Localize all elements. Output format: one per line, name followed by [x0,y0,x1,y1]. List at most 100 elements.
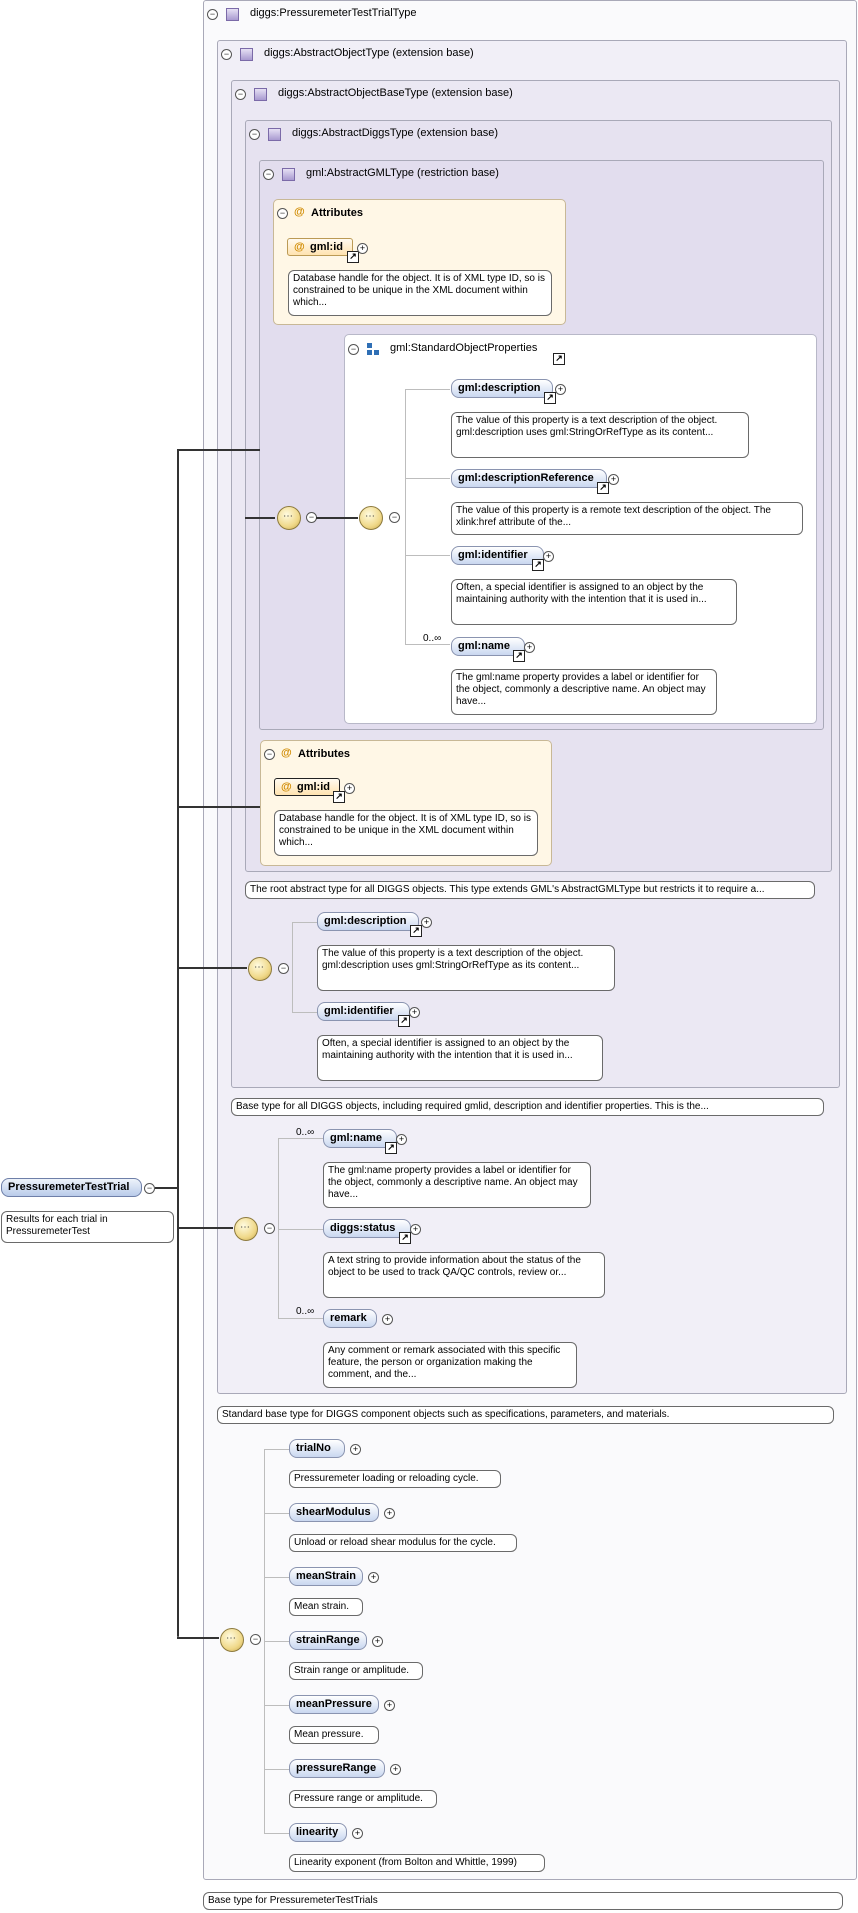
element-linearity[interactable]: linearity [289,1823,347,1842]
arrow-link-icon[interactable]: ↗ [597,482,609,494]
connector-line [177,1227,233,1229]
arrow-link-icon[interactable]: ↗ [398,1015,410,1027]
element-doc: Pressuremeter loading or reloading cycle… [289,1470,501,1488]
arrow-link-icon[interactable]: ↗ [532,559,544,571]
element-doc: Often, a special identifier is assigned … [317,1035,603,1081]
expand-icon[interactable]: + [350,1444,361,1455]
expand-icon[interactable]: + [543,551,554,562]
cardinality-label: 0..∞ [296,1127,315,1138]
collapse-icon[interactable]: − [221,49,232,60]
root-element-doc: Results for each trial in PressuremeterT… [1,1211,174,1243]
expand-icon[interactable]: + [357,243,368,254]
expand-icon[interactable]: + [396,1134,407,1145]
attribute-icon: @ [281,781,292,793]
arrow-link-icon[interactable]: ↗ [347,251,359,263]
collapse-icon[interactable]: − [263,169,274,180]
connector-line [278,1318,323,1319]
sequence-icon[interactable]: ⋯ [234,1217,258,1241]
element-doc: Mean strain. [289,1598,363,1616]
attribute-gml-id[interactable]: @gml:id [287,238,353,256]
type-doc: Standard base type for DIGGS component o… [217,1406,834,1424]
expand-icon[interactable]: + [524,642,535,653]
element-gml-name[interactable]: gml:name [451,637,525,656]
connector-line [316,517,358,519]
collapse-icon[interactable]: − [278,963,289,974]
connector-line [177,806,260,808]
sequence-icon[interactable]: ⋯ [277,506,301,530]
element-diggs-status[interactable]: diggs:status [323,1219,411,1238]
element-doc: The value of this property is a remote t… [451,502,803,535]
standard-object-properties-title: gml:StandardObjectProperties [390,342,538,354]
element-doc: Strain range or amplitude. [289,1662,423,1680]
arrow-link-icon[interactable]: ↗ [544,392,556,404]
arrow-link-icon[interactable]: ↗ [410,925,422,937]
element-pressure-range[interactable]: pressureRange [289,1759,385,1778]
arrow-link-icon[interactable]: ↗ [553,353,565,365]
element-gml-identifier[interactable]: gml:identifier [451,546,544,565]
connector-line [278,1229,323,1230]
expand-icon[interactable]: + [372,1636,383,1647]
attribute-doc: Database handle for the object. It is of… [288,270,552,316]
element-shear-modulus[interactable]: shearModulus [289,1503,379,1522]
arrow-link-icon[interactable]: ↗ [333,791,345,803]
connector-line [177,449,260,451]
attribute-icon: @ [281,747,292,759]
collapse-icon[interactable]: − [207,9,218,20]
element-trial-no[interactable]: trialNo [289,1439,345,1458]
attribute-gml-id[interactable]: @gml:id [274,778,340,796]
collapse-icon[interactable]: − [250,1634,261,1645]
collapse-icon[interactable]: − [348,344,359,355]
expand-icon[interactable]: + [382,1314,393,1325]
element-mean-strain[interactable]: meanStrain [289,1567,363,1586]
sequence-icon[interactable]: ⋯ [359,506,383,530]
connector-line [405,389,450,390]
type-doc: The root abstract type for all DIGGS obj… [245,881,815,899]
collapse-icon[interactable]: − [277,208,288,219]
sequence-icon[interactable]: ⋯ [248,957,272,981]
abstract-object-base-type-title: diggs:AbstractObjectBaseType (extension … [278,87,513,99]
complex-type-icon [282,168,295,181]
expand-icon[interactable]: + [384,1508,395,1519]
expand-icon[interactable]: + [352,1828,363,1839]
connector-line [177,449,179,1637]
collapse-icon[interactable]: − [144,1183,155,1194]
complex-type-icon [240,48,253,61]
complex-type-icon [254,88,267,101]
collapse-icon[interactable]: − [264,749,275,760]
element-remark[interactable]: remark [323,1309,377,1328]
element-gml-name[interactable]: gml:name [323,1129,397,1148]
arrow-link-icon[interactable]: ↗ [385,1142,397,1154]
arrow-link-icon[interactable]: ↗ [399,1232,411,1244]
cardinality-label: 0..∞ [423,633,442,644]
element-gml-identifier[interactable]: gml:identifier [317,1002,410,1021]
collapse-icon[interactable]: − [264,1223,275,1234]
element-gml-description-reference[interactable]: gml:descriptionReference [451,469,607,488]
element-gml-description[interactable]: gml:description [317,912,419,931]
element-strain-range[interactable]: strainRange [289,1631,367,1650]
expand-icon[interactable]: + [608,474,619,485]
expand-icon[interactable]: + [410,1224,421,1235]
expand-icon[interactable]: + [390,1764,401,1775]
attributes-label: Attributes [311,207,363,219]
trial-type-title: diggs:PressuremeterTestTrialType [250,7,417,19]
collapse-icon[interactable]: − [249,129,260,140]
root-element-pressuremeter-test-trial[interactable]: PressuremeterTestTrial [1,1178,142,1197]
connector-line [177,967,247,969]
expand-icon[interactable]: + [384,1700,395,1711]
expand-icon[interactable]: + [344,783,355,794]
attribute-doc: Database handle for the object. It is of… [274,810,538,856]
collapse-icon[interactable]: − [235,89,246,100]
sequence-icon[interactable]: ⋯ [220,1628,244,1652]
connector-line [292,1012,317,1013]
expand-icon[interactable]: + [368,1572,379,1583]
expand-icon[interactable]: + [555,384,566,395]
arrow-link-icon[interactable]: ↗ [513,650,525,662]
connector-line [405,389,406,644]
expand-icon[interactable]: + [409,1007,420,1018]
collapse-icon[interactable]: − [389,512,400,523]
expand-icon[interactable]: + [421,917,432,928]
element-mean-pressure[interactable]: meanPressure [289,1695,379,1714]
connector-line [245,517,275,519]
connector-line [264,1641,289,1642]
element-gml-description[interactable]: gml:description [451,379,553,398]
